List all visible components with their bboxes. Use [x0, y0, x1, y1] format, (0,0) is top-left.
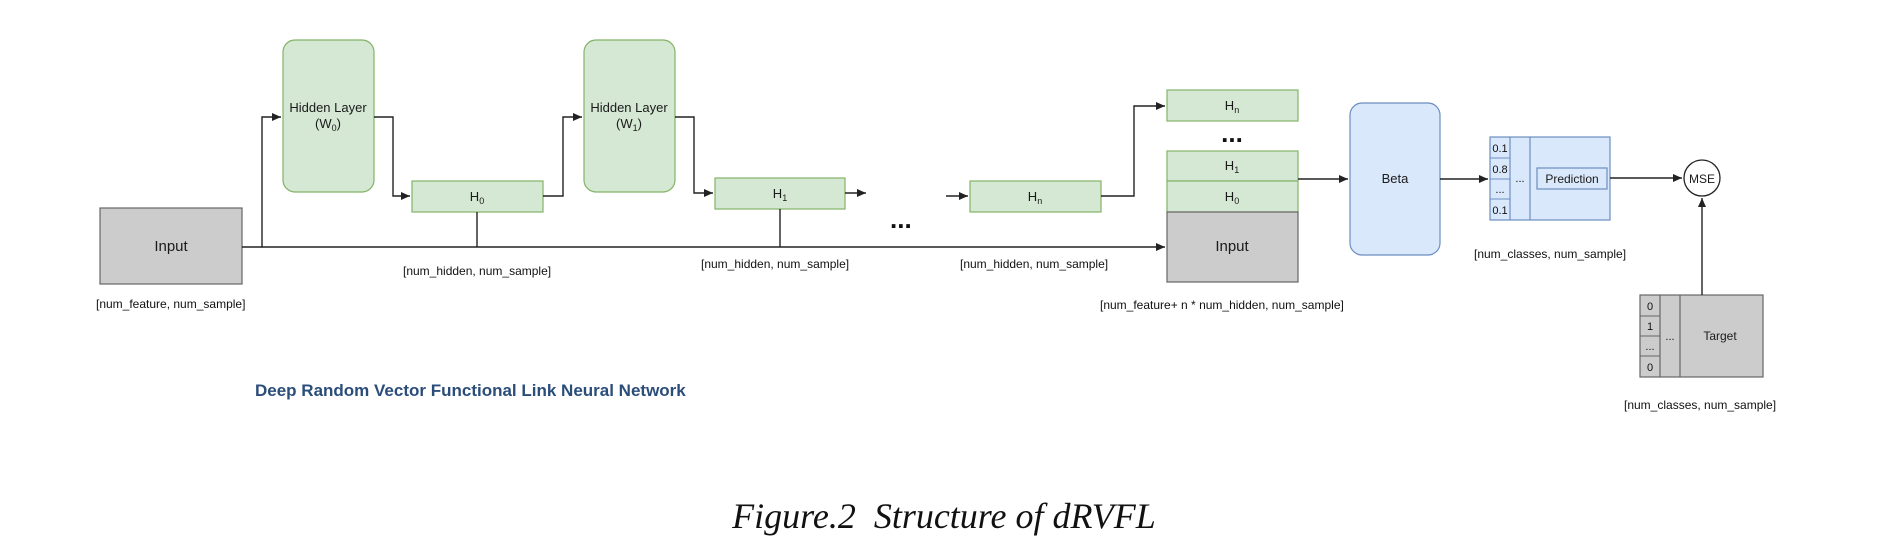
prediction-dim-label: [num_classes, num_sample] — [1474, 247, 1626, 261]
prediction-cell-1: 0.8 — [1492, 164, 1507, 176]
layers-ellipsis: ... — [890, 204, 912, 234]
target-dim-label: [num_classes, num_sample] — [1624, 398, 1776, 412]
h1-label: H1 — [773, 186, 787, 203]
target-label: Target — [1703, 329, 1737, 343]
hidden-layer-0-label: Hidden Layer — [289, 100, 367, 115]
hidden-layer-0-weight: (W0) — [315, 116, 341, 133]
prediction-label: Prediction — [1545, 172, 1598, 186]
h0-label: H0 — [470, 189, 484, 206]
concat-hn-label: Hn — [1225, 98, 1239, 115]
prediction-ellipsis: ... — [1515, 173, 1524, 185]
concat-input-label: Input — [1215, 238, 1249, 255]
concat-ellipsis: ... — [1221, 118, 1243, 148]
hidden-layer-1-weight: (W1) — [616, 116, 642, 133]
prediction-label-box — [1536, 167, 1608, 190]
hidden-layer-0 — [282, 39, 375, 193]
target-cell-0: 0 — [1647, 301, 1653, 313]
concat-h0-label: H0 — [1225, 189, 1239, 206]
concat-h1-box — [1166, 150, 1299, 182]
network-title: Deep Random Vector Functional Link Neura… — [255, 381, 686, 400]
hn-label: Hn — [1028, 189, 1042, 206]
h1-dim-label: [num_hidden, num_sample] — [701, 257, 849, 271]
concat-input-box — [1166, 211, 1299, 283]
target-cell-1: 1 — [1647, 321, 1653, 333]
concat-h0-box — [1166, 180, 1299, 213]
concat-dim-label: [num_feature+ n * num_hidden, num_sample… — [1100, 298, 1344, 312]
mse-node — [1683, 159, 1721, 197]
mse-label: MSE — [1689, 172, 1715, 186]
figure-caption: Figure.2 Structure of dRVFL — [731, 496, 1156, 536]
beta-label: Beta — [1382, 171, 1410, 186]
input-dim-label: [num_feature, num_sample] — [96, 297, 245, 311]
hn-dim-label: [num_hidden, num_sample] — [960, 257, 1108, 271]
h0-box — [411, 180, 544, 213]
concat-h1-label: H1 — [1225, 158, 1239, 175]
prediction-cell-0: 0.1 — [1492, 143, 1507, 155]
input-label: Input — [154, 238, 188, 255]
concat-hn-box — [1166, 89, 1299, 122]
input-box — [99, 207, 243, 285]
hidden-layer-1-label: Hidden Layer — [590, 100, 668, 115]
h0-dim-label: [num_hidden, num_sample] — [403, 264, 551, 278]
prediction-cell-2: ... — [1495, 184, 1504, 196]
target-cell-2: ... — [1645, 341, 1654, 353]
connectors — [242, 102, 1706, 295]
target-cell-3: 0 — [1647, 362, 1653, 374]
hidden-layer-1 — [583, 39, 676, 193]
prediction-cell-3: 0.1 — [1492, 205, 1507, 217]
hn-box — [969, 180, 1102, 213]
h1-box — [714, 177, 846, 210]
target-ellipsis: ... — [1665, 331, 1674, 343]
